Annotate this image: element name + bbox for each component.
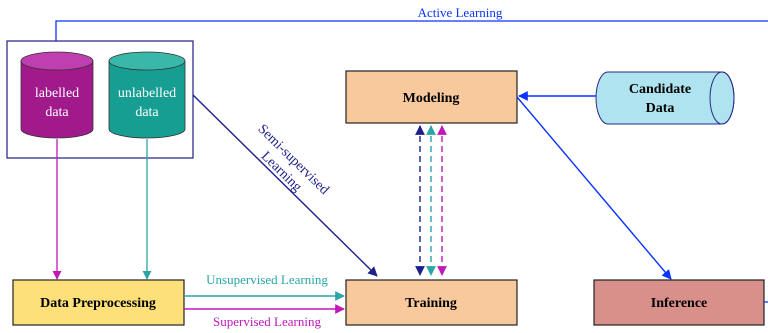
training-node: Training xyxy=(345,279,518,326)
inference-label: Inference xyxy=(651,296,708,311)
unlabelled-data-label-1: unlabelled xyxy=(118,86,176,101)
candidate-data-label-1: Candidate xyxy=(629,82,691,97)
labelled-data-cylinder: labelled data xyxy=(20,51,94,139)
unsupervised-label: Unsupervised Learning xyxy=(206,272,328,287)
modeling-label: Modeling xyxy=(403,91,460,106)
candidate-data-label-2: Data xyxy=(646,101,675,116)
training-label: Training xyxy=(405,296,457,311)
semi-supervised-label: Semi-supervised Learning xyxy=(255,122,332,198)
modeling-node: Modeling xyxy=(345,70,518,124)
active-learning-edge: Active Learning xyxy=(51,5,768,50)
modeling-to-inference-arrow xyxy=(516,96,672,280)
supervised-label: Supervised Learning xyxy=(213,314,321,329)
active-learning-label: Active Learning xyxy=(418,5,503,20)
unlabelled-data-label-2: data xyxy=(135,105,159,120)
inference-node: Inference xyxy=(593,279,765,326)
preprocessing-node: Data Preprocessing xyxy=(12,279,185,326)
candidate-data-cylinder: Candidate Data xyxy=(595,71,735,125)
unlabelled-data-cylinder: unlabelled data xyxy=(108,51,186,139)
semi-supervised-arrow xyxy=(192,94,378,277)
preprocessing-label: Data Preprocessing xyxy=(40,296,156,311)
labelled-data-label-2: data xyxy=(45,105,69,120)
labelled-data-label-1: labelled xyxy=(35,86,79,101)
